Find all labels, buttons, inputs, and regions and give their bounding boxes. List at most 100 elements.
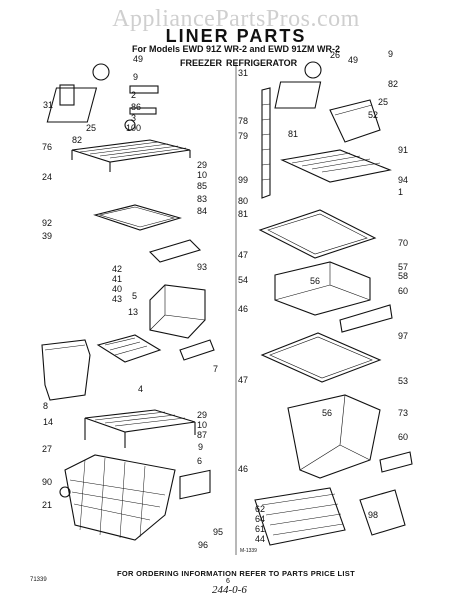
handwritten-note: 244-0-6	[212, 584, 247, 596]
part-callout-93: 93	[197, 262, 207, 272]
part-callout-25: 25	[378, 97, 388, 107]
part-callout-87: 87	[197, 430, 207, 440]
crisper-handle	[339, 304, 393, 333]
shelf-front-trim	[148, 239, 202, 263]
tray-front	[179, 339, 215, 361]
part-callout-44: 44	[255, 534, 265, 544]
part-callout-82: 82	[72, 135, 82, 145]
part-callout-26: 26	[330, 50, 340, 60]
part-callout-3: 3	[131, 113, 136, 123]
part-callout-84: 84	[197, 206, 207, 216]
part-callout-90: 90	[42, 477, 52, 487]
part-callout-6: 6	[197, 456, 202, 466]
part-callout-10: 10	[197, 170, 207, 180]
glass-shelf-2	[260, 332, 382, 383]
part-callout-4: 4	[138, 384, 143, 394]
part-callout-81: 81	[288, 129, 298, 139]
ice-bucket	[149, 284, 206, 339]
bracket-2	[129, 107, 157, 115]
part-callout-49: 49	[348, 55, 358, 65]
part-callout-2: 2	[131, 90, 136, 100]
part-callout-8: 8	[43, 401, 48, 411]
part-callout-60: 60	[398, 286, 408, 296]
part-callout-81: 81	[238, 209, 248, 219]
control-bracket	[129, 85, 159, 94]
part-callout-70: 70	[398, 238, 408, 248]
part-callout-21: 21	[42, 500, 52, 510]
refrigerator-callouts: 31 26 49 9 82 25 78 81 52 79 91 99 94 1 …	[238, 49, 408, 544]
part-callout-80: 80	[238, 196, 248, 206]
part-callout-42: 42	[112, 264, 122, 274]
grille-support	[359, 489, 406, 536]
part-callout-41: 41	[112, 274, 122, 284]
light-bulb-refrigerator	[304, 61, 322, 79]
part-callout-79: 79	[238, 131, 248, 141]
refrigerator-heading: REFRIGERATOR	[226, 58, 298, 68]
freezer-heading: FREEZER	[180, 58, 223, 68]
part-callout-31: 31	[43, 100, 53, 110]
part-callout-46: 46	[238, 304, 248, 314]
light-shield	[46, 87, 98, 123]
freezer-callouts: 49 9 2 86 3 100 25 82 31 76 24 29 10 85 …	[42, 54, 223, 550]
refrigerator-wire-shelf	[280, 149, 392, 183]
part-callout-54: 54	[238, 275, 248, 285]
part-callout-83: 83	[197, 194, 207, 204]
part-callout-10: 10	[197, 420, 207, 430]
part-callout-13: 13	[128, 307, 138, 317]
part-callout-98: 98	[368, 510, 378, 520]
part-callout-5: 5	[132, 291, 137, 301]
control-housing	[59, 84, 75, 106]
part-callout-29: 29	[197, 160, 207, 170]
part-callout-1: 1	[398, 187, 403, 197]
page-title: LINER PARTS	[165, 26, 307, 46]
part-callout-40: 40	[112, 284, 122, 294]
bottom-grille	[254, 487, 346, 546]
part-callout-9: 9	[198, 442, 203, 452]
basket-cover	[179, 469, 211, 500]
part-callout-64: 64	[255, 514, 265, 524]
part-callout-29: 29	[197, 410, 207, 420]
page-number: 6	[226, 578, 230, 585]
light-bulb	[92, 63, 110, 81]
freezer-storage-bin	[41, 339, 91, 401]
basket-stop	[59, 486, 71, 498]
part-callout-100: 100	[126, 123, 141, 133]
part-callout-7: 7	[213, 364, 218, 374]
part-callout-99: 99	[238, 175, 248, 185]
part-callout-47: 47	[238, 250, 248, 260]
part-callout-61: 61	[255, 524, 265, 534]
crisper-drawer-upper	[274, 261, 371, 316]
part-callout-86: 86	[131, 102, 141, 112]
part-callout-56: 56	[310, 276, 320, 286]
part-callout-52: 52	[368, 110, 378, 120]
freezer-wire-shelf-2	[84, 409, 196, 433]
part-callout-24: 24	[42, 172, 52, 182]
freezer-solid-shelf	[93, 204, 182, 231]
part-drawings	[41, 61, 413, 555]
part-callout-76: 76	[42, 142, 52, 152]
part-callout-58: 58	[398, 271, 408, 281]
part-callout-46: 46	[238, 464, 248, 474]
meat-keeper-drawer	[287, 394, 381, 479]
part-callout-92: 92	[42, 218, 52, 228]
freezer-wire-basket	[64, 454, 176, 541]
part-callout-56: 56	[322, 408, 332, 418]
part-callout-47: 47	[238, 375, 248, 385]
part-callout-49: 49	[133, 54, 143, 64]
part-callout-96: 96	[198, 540, 208, 550]
part-callout-43: 43	[112, 294, 122, 304]
part-callout-9: 9	[133, 72, 138, 82]
part-callout-78: 78	[238, 116, 248, 126]
part-callout-85: 85	[197, 181, 207, 191]
part-callout-39: 39	[42, 231, 52, 241]
part-callout-57: 57	[398, 262, 408, 272]
part-callout-95: 95	[213, 527, 223, 537]
part-callout-73: 73	[398, 408, 408, 418]
part-callout-25: 25	[86, 123, 96, 133]
ordering-footer: FOR ORDERING INFORMATION REFER TO PARTS …	[117, 569, 355, 578]
part-callout-97: 97	[398, 331, 408, 341]
part-callout-9: 9	[388, 49, 393, 59]
part-callout-27: 27	[42, 444, 52, 454]
part-callout-94: 94	[398, 175, 408, 185]
glass-shelf-1	[258, 209, 377, 259]
